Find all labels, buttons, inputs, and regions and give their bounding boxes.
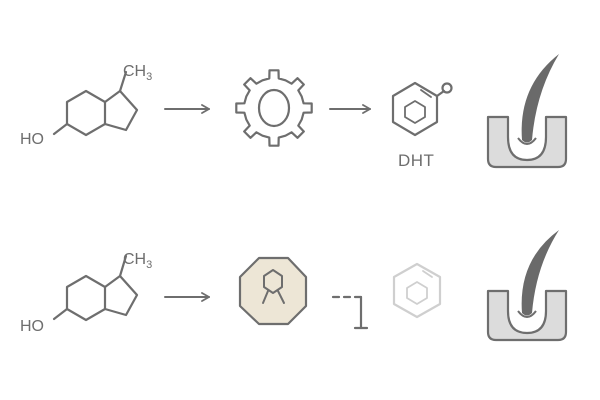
- steroid-structure-icon: [52, 70, 139, 137]
- steroid-structure-icon: [52, 254, 139, 322]
- row-1: CH3 HO DHT: [20, 54, 568, 170]
- dht-label: DHT: [398, 151, 434, 170]
- methyl-label: CH3: [123, 63, 152, 83]
- enzyme-gear-icon: [235, 69, 313, 147]
- inhibitor-badge-icon: [238, 256, 308, 326]
- dht-molecule-icon: [391, 81, 453, 137]
- dht-molecule-icon: [392, 262, 442, 319]
- hydroxyl-label: HO: [20, 131, 44, 148]
- hair-follicle-icon: [486, 54, 568, 169]
- row-2: CH3 HO: [20, 230, 568, 342]
- hair-follicle-icon: [486, 230, 568, 342]
- blocked-arrow-icon: [331, 295, 369, 330]
- hydroxyl-label: HO: [20, 318, 44, 335]
- methyl-label: CH3: [123, 251, 152, 271]
